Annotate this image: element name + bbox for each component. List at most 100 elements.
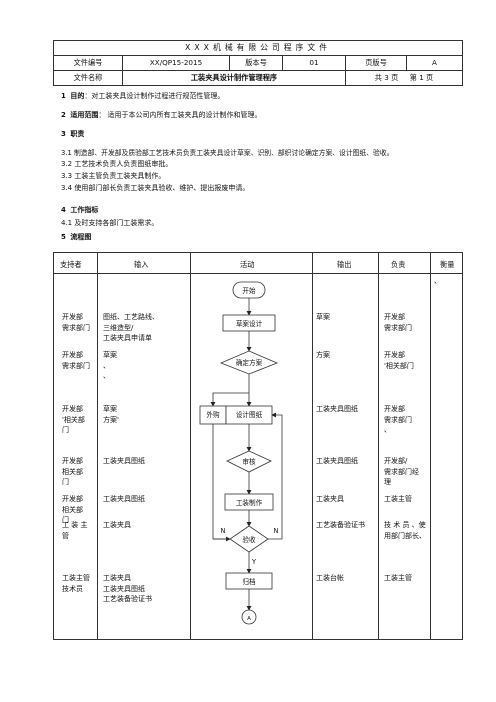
header-output: 输出: [337, 260, 352, 269]
row-1-responsible: 开发部需求部门: [384, 312, 430, 333]
row-7-supporter: 工装主管技术员: [62, 573, 96, 594]
output-line: 工装夹具图纸: [316, 405, 358, 413]
node-draft: [222, 314, 276, 332]
section-2-title: 适用范围: [70, 111, 99, 119]
row-3-responsible: 开发部需求部门、: [384, 404, 430, 436]
supporter-line: 门: [62, 426, 69, 434]
input-line: 、: [103, 372, 110, 380]
input-line: 工装夹具图纸: [103, 495, 145, 503]
header-measure: 衡量: [440, 260, 455, 269]
row-3-supporter: 开发部 '相关部门: [62, 404, 96, 436]
header-input: 输入: [134, 260, 149, 269]
input-line: 、: [103, 361, 110, 370]
input-line: 工装夹具图纸: [103, 457, 145, 465]
node-design-label: 设计图纸: [236, 410, 263, 419]
responsible-line: 开发部: [384, 405, 405, 413]
column-divider: [430, 253, 431, 639]
row-1-supporter: 开发部需求部门: [62, 312, 96, 333]
output-line: 工装台帐: [316, 574, 344, 582]
version: 01: [282, 55, 346, 71]
branch-y: Y: [251, 558, 257, 566]
responsible-line: 理: [384, 478, 391, 486]
page-no: A: [406, 55, 463, 71]
node-decide-label: 确定方案: [236, 358, 263, 367]
supporter-line: 开发部: [62, 351, 83, 359]
section-3: 3 职责: [61, 130, 84, 139]
node-start: [232, 281, 266, 299]
company-title: XXX机械有限公司程序文件: [53, 40, 463, 56]
section-4: 4 工作指标: [61, 206, 98, 215]
node-make: [224, 493, 274, 511]
column-divider: [378, 253, 379, 639]
node-accept: [229, 525, 269, 553]
row-7-input: 工装夹具工装夹具图纸工艺装备验证书: [103, 573, 189, 605]
input-line: 工艺装备验证书: [103, 595, 152, 603]
document-header: XXX机械有限公司程序文件 文件编号 XX/QP15-2015 版本号 01 页…: [53, 40, 463, 86]
row-6-input: 工装夹具: [103, 520, 189, 531]
row-5-output: 工装夹具: [316, 494, 378, 505]
header-responsible: 负责: [391, 260, 406, 269]
row-5-responsible: 工装主管: [384, 494, 430, 505]
responsible-line: 开发部: [384, 351, 405, 359]
responsible-line: 工装主管: [384, 574, 412, 582]
input-line: 三维造型/: [103, 323, 134, 332]
supporter-line: 技术员: [62, 584, 83, 593]
input-line: 工装夹具图纸: [103, 584, 145, 593]
row-2-input: 草案、、: [103, 350, 189, 382]
supporter-line: 工 装 主: [62, 521, 88, 529]
row-2-supporter: 开发部需求部门: [62, 350, 96, 371]
section-3-3: 3.3 工装主管负责工装夹具制作。: [61, 172, 166, 180]
row-5-input: 工装夹具图纸: [103, 494, 189, 505]
input-line: 方案': [103, 415, 119, 424]
row-4-output: 工装夹具图纸: [316, 456, 378, 467]
responsible-line: 技 术 员 、使: [384, 521, 426, 529]
doc-no-label: 文件编号: [53, 55, 123, 71]
supporter-line: 需求部门: [62, 361, 90, 370]
output-line: 草案: [316, 313, 330, 321]
responsible-line: 开发部/: [384, 457, 408, 465]
node-review-label: 审核: [242, 457, 256, 466]
responsible-line: 工装主管: [384, 495, 412, 503]
input-line: 工装夹具: [103, 574, 131, 582]
responsible-line: 需求部门: [384, 415, 412, 424]
section-3-title: 职责: [70, 130, 85, 138]
responsible-line: 、: [384, 426, 391, 434]
section-3-1: 3.1 制造部、开发部及质验部工艺技术员负责工装夹具设计草案、识别、部织讨论确定…: [61, 149, 394, 157]
responsible-line: 需求部门经: [384, 467, 419, 476]
supporter-line: 管: [62, 531, 69, 540]
page-count: 共 3 页 第 1 页: [345, 70, 463, 86]
node-start-label: 开始: [242, 286, 256, 295]
section-5-number: 5: [61, 233, 66, 241]
measure-mark: 、: [434, 277, 441, 285]
node-make-label: 工装制作: [236, 498, 263, 507]
section-5-title: 流程图: [70, 233, 92, 241]
column-divider: [312, 253, 313, 639]
row-6-supporter: 工 装 主管: [62, 520, 96, 541]
arrow-to-outsource: [210, 392, 249, 407]
supporter-line: 开发部: [62, 405, 83, 413]
doc-name-label: 文件名称: [53, 70, 123, 86]
total-pages: 共 3 页: [374, 73, 399, 82]
output-line: 工艺装备验证书: [316, 521, 365, 529]
row-4-responsible: 开发部/需求部门经理: [384, 456, 430, 488]
node-review: [226, 450, 272, 473]
row-3-input: 草案方案': [103, 404, 189, 425]
input-line: 工装夹具: [103, 521, 131, 529]
node-design: [225, 405, 273, 425]
section-2-text: ： 适用于本公司内所有工装夹具的设计制作和管理。: [98, 111, 262, 119]
current-page: 第 1 页: [409, 73, 434, 82]
supporter-line: '相关部: [62, 415, 85, 424]
output-line: 方案: [316, 351, 330, 359]
flow-diagram: 开始 草案设计 确定方案 外购 设计图纸 审核 工装制作 验收 归档 A N N…: [199, 281, 283, 625]
branch-n-right: N: [274, 527, 279, 535]
supporter-line: 相关部: [62, 505, 83, 514]
row-5-supporter: 开发部相关部门: [62, 494, 96, 526]
input-line: 草案: [103, 405, 117, 413]
section-5: 5 流程图: [61, 233, 91, 242]
input-line: 工装夹具申请单: [103, 334, 152, 342]
column-divider: [190, 253, 191, 639]
row-2-responsible: 开发部'相关部门: [384, 350, 430, 371]
input-line: 草案: [103, 351, 117, 359]
node-archive-label: 归档: [242, 577, 256, 586]
section-3-4: 3.4 使用部门部长负责工装夹具验收、维护、提出报废申请。: [61, 184, 250, 192]
